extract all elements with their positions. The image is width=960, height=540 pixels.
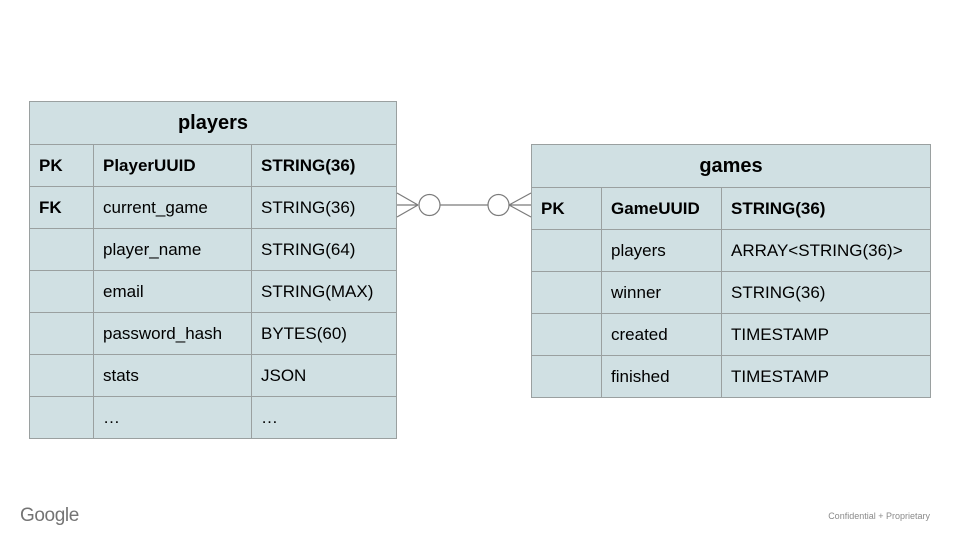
field-name-cell: finished (601, 356, 721, 397)
field-type-cell: TIMESTAMP (721, 356, 930, 397)
key-cell: FK (39, 197, 62, 217)
games-table-title: games (699, 154, 763, 177)
zero-cardinality-circle-icon (418, 193, 441, 217)
field-name-cell: GameUUID (601, 188, 721, 229)
field-name-cell: email (93, 271, 251, 312)
field-name-cell: winner (601, 272, 721, 313)
zero-cardinality-circle-icon (487, 193, 510, 217)
key-cell (30, 229, 93, 270)
field-type-cell: STRING(36) (721, 272, 930, 313)
key-cell (30, 313, 93, 354)
confidential-note: Confidential + Proprietary (828, 511, 930, 521)
field-name-cell: stats (93, 355, 251, 396)
crows-foot-many-icon (396, 192, 419, 218)
key-cell (30, 397, 93, 438)
field-name-cell: player_name (93, 229, 251, 270)
field-type-cell: TIMESTAMP (721, 314, 930, 355)
field-type-cell: STRING(36) (251, 145, 396, 186)
key-cell: PK (39, 155, 63, 175)
key-cell (30, 355, 93, 396)
key-cell (532, 314, 601, 355)
field-name-cell: password_hash (93, 313, 251, 354)
key-cell (532, 356, 601, 397)
field-name-cell: current_game (93, 187, 251, 228)
table-row: …… (30, 396, 396, 438)
field-type-cell: … (251, 397, 396, 438)
google-logo: Google (20, 505, 79, 526)
field-type-cell: STRING(36) (251, 187, 396, 228)
field-name-cell: PlayerUUID (93, 145, 251, 186)
players-table-title: players (177, 111, 249, 134)
field-type-cell: STRING(MAX) (251, 271, 396, 312)
field-name-cell: … (93, 397, 251, 438)
key-cell: PK (541, 198, 565, 218)
field-type-cell: STRING(36) (721, 188, 930, 229)
field-name-cell: created (601, 314, 721, 355)
crows-foot-many-icon (508, 192, 532, 218)
key-cell (30, 271, 93, 312)
field-type-cell: BYTES(60) (251, 313, 396, 354)
field-name-cell: players (601, 230, 721, 271)
key-cell (532, 230, 601, 271)
field-type-cell: JSON (251, 355, 396, 396)
field-type-cell: STRING(64) (251, 229, 396, 270)
field-type-cell: ARRAY<STRING(36)> (721, 230, 930, 271)
key-cell (532, 272, 601, 313)
